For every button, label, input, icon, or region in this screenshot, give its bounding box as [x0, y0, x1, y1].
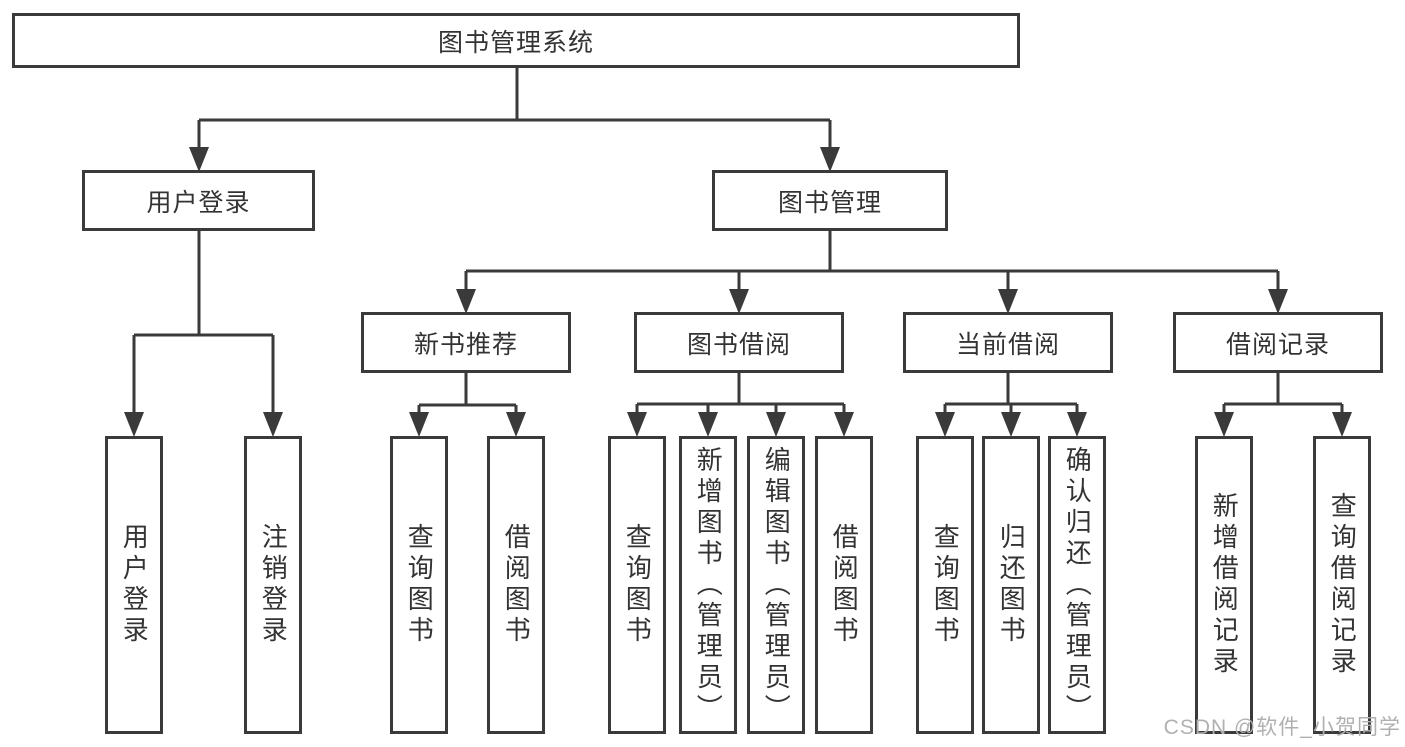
leaf-user-login: 用户登录: [105, 436, 163, 734]
node-label: 新增图书（管理员）: [693, 445, 724, 725]
node-label: 查询图书: [930, 523, 961, 647]
node-label: 借阅记录: [1225, 330, 1330, 359]
node-label: 图书管理系统: [437, 28, 594, 57]
node-new-book-recommend: 新书推荐: [361, 312, 571, 373]
leaf-query-books-recommend: 查询图书: [390, 436, 448, 734]
node-label: 用户登录: [119, 523, 150, 647]
leaf-borrow-books: 借阅图书: [815, 436, 873, 734]
node-label: 查询图书: [622, 523, 653, 647]
node-current-borrowing: 当前借阅: [903, 312, 1113, 373]
node-label: 注销登录: [258, 523, 289, 647]
node-label: 当前借阅: [955, 330, 1060, 359]
leaf-query-borrow-record: 查询借阅记录: [1313, 436, 1371, 734]
leaf-return-book: 归还图书: [982, 436, 1040, 734]
node-user-login: 用户登录: [82, 170, 315, 231]
node-book-management: 图书管理: [712, 170, 948, 231]
node-label: 图书借阅: [686, 330, 791, 359]
node-book-borrowing: 图书借阅: [634, 312, 844, 373]
node-label: 查询图书: [404, 523, 435, 647]
leaf-borrow-books-recommend: 借阅图书: [487, 436, 545, 734]
node-label: 编辑图书（管理员）: [761, 445, 792, 725]
node-root-library-system: 图书管理系统: [12, 13, 1020, 68]
node-label: 借阅图书: [501, 523, 532, 647]
leaf-query-books-borrowing: 查询图书: [608, 436, 666, 734]
node-label: 查询借阅记录: [1327, 492, 1358, 678]
leaf-query-books-current: 查询图书: [916, 436, 974, 734]
node-label: 新增借阅记录: [1209, 492, 1240, 678]
node-label: 图书管理: [777, 188, 882, 217]
node-label: 借阅图书: [829, 523, 860, 647]
node-label: 归还图书: [996, 523, 1027, 647]
node-borrowing-records: 借阅记录: [1173, 312, 1383, 373]
node-label: 新书推荐: [413, 330, 518, 359]
leaf-add-borrow-record: 新增借阅记录: [1195, 436, 1253, 734]
leaf-add-book-admin: 新增图书（管理员）: [679, 436, 737, 734]
leaf-edit-book-admin: 编辑图书（管理员）: [747, 436, 805, 734]
leaf-confirm-return-admin: 确认归还（管理员）: [1048, 436, 1106, 734]
arrowheads: [124, 147, 1352, 437]
node-label: 用户登录: [146, 188, 251, 217]
node-label: 确认归还（管理员）: [1062, 445, 1093, 725]
leaf-logout: 注销登录: [244, 436, 302, 734]
